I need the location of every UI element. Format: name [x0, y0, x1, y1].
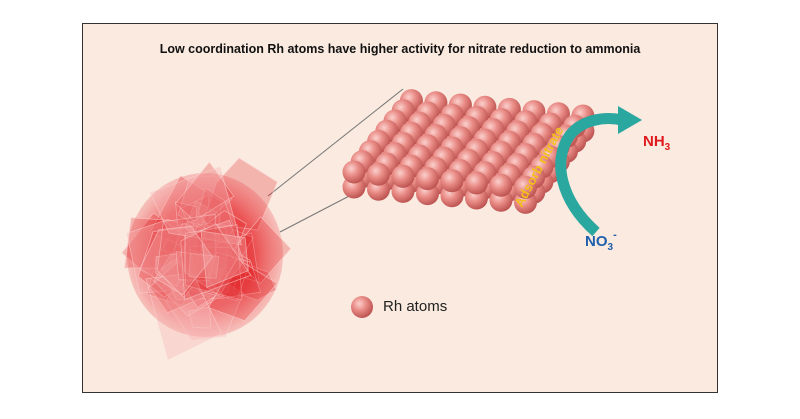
rh-atom	[367, 162, 390, 186]
figure-title: Low coordination Rh atoms have higher ac…	[159, 42, 641, 56]
nanosheet	[139, 225, 214, 296]
nanosheet	[124, 217, 184, 269]
nanosheet	[188, 245, 251, 301]
rh-atom-lattice-icon	[342, 89, 595, 214]
nh3-label: NH3	[643, 133, 671, 153]
nanosheet	[149, 166, 243, 246]
legend-label: Rh atoms	[383, 298, 448, 315]
nanosheet	[145, 272, 223, 360]
rh-atom	[416, 167, 439, 191]
nanosheet	[180, 223, 252, 301]
nanosheet	[121, 212, 189, 290]
reaction-arrow-icon	[555, 106, 642, 237]
nanosheet	[174, 161, 235, 222]
nanosheet	[200, 230, 249, 288]
rh-atom	[489, 173, 513, 197]
nanosheet	[155, 251, 188, 288]
rh-atom	[440, 169, 464, 193]
nanosheet	[188, 253, 220, 279]
nanosheet	[177, 175, 233, 228]
rh-atom	[465, 171, 488, 195]
rh-nanoparticle-icon	[121, 157, 292, 360]
nanosheet	[184, 224, 243, 301]
zoom-lines	[267, 88, 404, 233]
rh-atom	[514, 175, 537, 199]
no3-label: NO3-	[585, 229, 617, 253]
nanosheet	[207, 258, 278, 322]
rh-atom	[342, 160, 366, 184]
nanosheet	[157, 214, 216, 299]
rh-atom	[391, 164, 415, 188]
nanosheet	[153, 253, 230, 317]
legend-atom-icon	[351, 296, 373, 318]
nanosheet	[148, 261, 205, 314]
